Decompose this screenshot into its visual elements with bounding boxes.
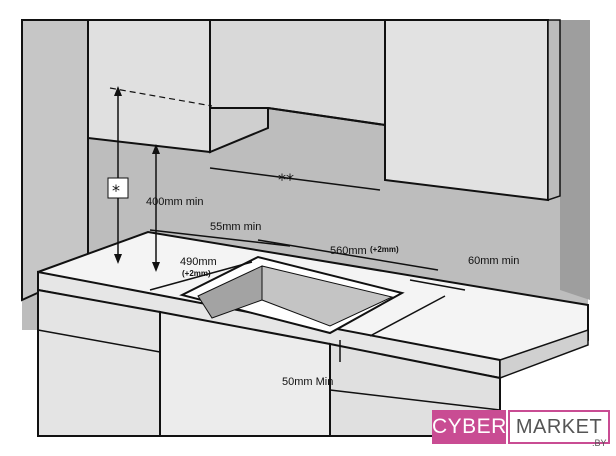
arrow-head <box>114 86 122 96</box>
right-wall-strip <box>560 20 590 300</box>
dim-line-60mm <box>409 279 466 291</box>
height-min-label: 400mm min <box>146 196 203 208</box>
back-clearance-label: 55mm min <box>210 221 261 233</box>
cutout-depth-tolerance: (+2mm) <box>182 269 211 278</box>
dim-line-double-star <box>209 167 381 191</box>
cutout-width-label: 560mm <box>330 245 367 257</box>
base-cabinet-divider <box>329 389 501 411</box>
side-clearance-label: 60mm min <box>468 255 519 267</box>
upper-left-cabinet-front <box>87 19 211 154</box>
upper-right-cabinet <box>384 19 549 202</box>
star-label-box <box>107 177 129 199</box>
cutout-depth-label: 490mm <box>180 256 217 268</box>
arrow-head <box>114 254 122 264</box>
star-double-label: ** <box>278 170 294 189</box>
base-cabinet-divider <box>37 329 161 353</box>
front-clearance-label: 50mm Min <box>282 376 333 388</box>
dim-line-55mm <box>149 229 291 247</box>
cabinet-projection-dashed <box>109 87 213 107</box>
dim-line-490mm <box>149 261 253 291</box>
star-single-label: * <box>112 181 120 200</box>
arrow-head <box>152 262 160 272</box>
logo-left-text: CYBER <box>432 410 506 444</box>
dim-line-front <box>369 295 446 337</box>
brand-logo: CYBER MARKET .BY <box>432 410 612 450</box>
dim-line-560mm <box>257 239 439 271</box>
logo-right-text: MARKET <box>508 410 610 444</box>
cutout-width-tolerance: (+2mm) <box>370 245 399 254</box>
countertop-right-edge <box>499 328 589 380</box>
arrow-head <box>152 144 160 154</box>
logo-suffix: .BY <box>592 438 607 448</box>
upper-right-cabinet-side <box>547 19 561 202</box>
hob-cutout-back <box>261 265 394 327</box>
hood-edge <box>267 107 386 126</box>
base-cabinet-left-side <box>37 288 161 437</box>
